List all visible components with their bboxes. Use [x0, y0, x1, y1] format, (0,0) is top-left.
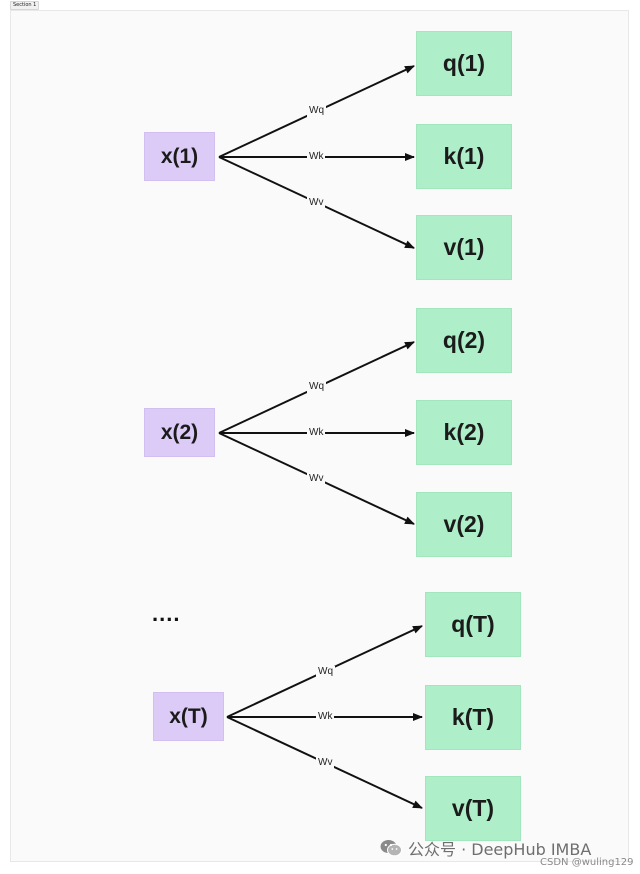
- weight-label-wq-t: Wq: [316, 666, 335, 678]
- output-node-k2: k(2): [416, 400, 512, 465]
- output-node-v1: v(1): [416, 215, 512, 280]
- wechat-icon: [380, 839, 402, 857]
- csdn-credit: CSDN @wuling129: [540, 857, 634, 868]
- weight-label-wv-1: Wv: [307, 197, 326, 209]
- ellipsis-text: ....: [152, 601, 181, 626]
- weight-label-wk-1: Wk: [307, 151, 326, 163]
- input-node-xt: x(T): [153, 692, 224, 741]
- output-node-vt: v(T): [425, 776, 521, 841]
- weight-label-wv-2: Wv: [307, 473, 326, 485]
- weight-label-wk-t: Wk: [316, 711, 335, 723]
- output-node-k1: k(1): [416, 124, 512, 189]
- watermark: 公众号 · DeepHub IMBA: [380, 836, 591, 860]
- output-node-q2: q(2): [416, 308, 512, 373]
- input-node-x2: x(2): [144, 408, 215, 457]
- output-node-qt: q(T): [425, 592, 521, 657]
- output-node-v2: v(2): [416, 492, 512, 557]
- weight-label-wv-t: Wv: [316, 757, 335, 769]
- watermark-text: 公众号 · DeepHub IMBA: [408, 840, 592, 859]
- output-node-kt: k(T): [425, 685, 521, 750]
- weight-label-wk-2: Wk: [307, 427, 326, 439]
- output-node-q1: q(1): [416, 31, 512, 96]
- weight-label-wq-2: Wq: [307, 381, 326, 393]
- section-tag: Section 1: [10, 1, 40, 10]
- input-node-x1: x(1): [144, 132, 215, 181]
- weight-label-wq-1: Wq: [307, 105, 326, 117]
